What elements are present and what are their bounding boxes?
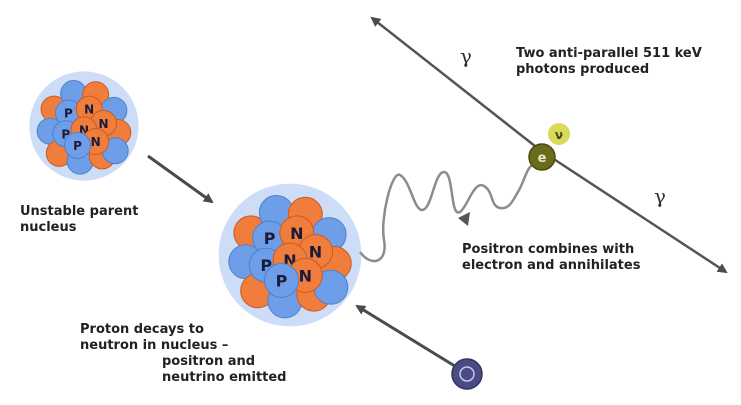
transition-arrow xyxy=(147,154,214,204)
neutron-symbol: N xyxy=(290,224,303,243)
label-annihilation-line-1: Positron combines with xyxy=(462,242,635,257)
proton-symbol: P xyxy=(276,271,288,290)
positron-wavy-path xyxy=(359,164,533,263)
positron-particle xyxy=(528,143,556,171)
label-gamma-line-2: photons produced xyxy=(516,62,650,77)
label-unstable-line-1: Unstable parent xyxy=(20,204,139,219)
positron-symbol: e xyxy=(538,151,547,166)
neutrino-particle xyxy=(548,123,570,145)
proton xyxy=(264,263,299,298)
label-annihilation: Positron combines with electron and anni… xyxy=(462,242,640,274)
label-decay-line-2: neutron in nucleus – xyxy=(80,338,229,353)
electron-inner-ring xyxy=(459,366,475,382)
neutrino-symbol: ν xyxy=(555,128,563,142)
neutron-symbol: N xyxy=(309,243,322,262)
proton-symbol: P xyxy=(61,127,70,141)
gamma-symbol-upper: γ xyxy=(460,44,472,68)
label-decay-line-3: positron and xyxy=(162,354,256,369)
neutron-symbol: N xyxy=(299,266,312,285)
gamma-ray-up-left xyxy=(370,16,541,151)
label-unstable-parent-nucleus: Unstable parent nucleus xyxy=(20,204,138,236)
proton-symbol: P xyxy=(264,229,276,248)
electron xyxy=(451,358,483,390)
label-decay-line-1: Proton decays to xyxy=(80,322,204,337)
proton-symbol: P xyxy=(73,139,82,153)
gamma-symbol-lower: γ xyxy=(654,184,666,208)
neutron-symbol: N xyxy=(79,123,89,137)
label-gamma-photons: Two anti-parallel 511 keV photons produc… xyxy=(516,46,702,78)
electron-particle xyxy=(451,358,483,390)
gamma-ray-down-right xyxy=(539,148,728,274)
label-annihilation-line-2: electron and annihilates xyxy=(462,258,641,273)
label-decay-line-4: neutrino emitted xyxy=(162,370,287,385)
neutron-symbol: N xyxy=(91,135,101,149)
annihilation-pair: ν e xyxy=(528,123,570,171)
proton xyxy=(64,132,91,159)
label-unstable-line-2: nucleus xyxy=(20,220,77,235)
neutron-symbol: N xyxy=(98,117,108,131)
neutron-symbol: N xyxy=(84,103,94,117)
positron-path-arrowhead xyxy=(458,212,470,226)
label-gamma-line-1: Two anti-parallel 511 keV xyxy=(516,46,702,61)
proton-symbol: P xyxy=(64,107,73,121)
electron-path-arrow xyxy=(355,304,459,370)
label-proton-decay: Proton decays to neutron in nucleus – po… xyxy=(80,322,287,386)
